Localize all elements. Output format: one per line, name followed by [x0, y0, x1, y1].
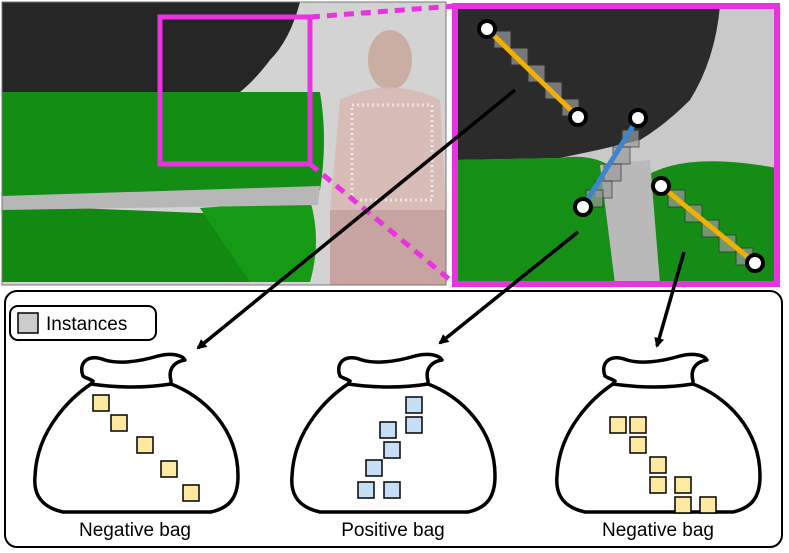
segment-endpoints — [477, 19, 765, 273]
bag-instances — [92, 394, 200, 502]
depth-image — [2, 2, 446, 285]
negative-bag-2 — [555, 352, 762, 514]
negative-segment-line-2 — [659, 184, 757, 265]
instance-square — [405, 396, 423, 414]
zoom-region-box — [157, 14, 313, 167]
bag-outline-icon — [33, 352, 240, 514]
instance-swatch-icon — [17, 312, 39, 334]
instance-square — [92, 394, 110, 412]
arrow-to-positive-bag — [438, 230, 580, 345]
instance-square — [649, 476, 667, 494]
instance-square — [674, 496, 692, 514]
bag-tie — [612, 382, 694, 389]
instance-square — [160, 460, 178, 478]
positive-bag — [290, 352, 497, 514]
arrow-to-negative-bag-2 — [654, 251, 686, 348]
negative-segment-line-1 — [485, 27, 580, 119]
instance-square — [649, 456, 667, 474]
instance-square — [365, 459, 383, 477]
instance-square — [629, 436, 647, 454]
legend-box — [9, 305, 157, 341]
instance-square — [110, 414, 128, 432]
bag-outline-icon — [555, 352, 762, 514]
bag-label-negative-2: Negative bag — [602, 520, 714, 541]
bag-tie — [347, 382, 429, 389]
depth-image-border — [1, 1, 447, 286]
bag-label-positive: Positive bag — [341, 520, 445, 541]
zoomed-image-frame — [452, 3, 780, 287]
legend: Instances — [9, 305, 157, 341]
instance-square — [383, 481, 401, 499]
negative-bag-1 — [33, 352, 240, 514]
bag-label-negative-1: Negative bag — [79, 520, 191, 541]
instance-square — [357, 481, 375, 499]
zoomed-image — [455, 6, 777, 284]
instance-square — [674, 476, 692, 494]
instance-square — [699, 496, 717, 514]
instance-square — [405, 416, 423, 434]
instance-square — [182, 484, 200, 502]
instance-square — [383, 441, 401, 459]
instance-square — [609, 416, 627, 434]
bag-instances — [357, 396, 423, 499]
legend-label: Instances — [46, 314, 127, 335]
instance-square — [629, 416, 647, 434]
bag-instances — [609, 416, 717, 514]
zoom-connector-top — [309, 3, 456, 20]
zoom-connector-bottom — [308, 162, 457, 286]
arrow-to-negative-bag-1 — [196, 88, 517, 350]
instance-square — [136, 436, 154, 454]
positive-segment-line — [580, 116, 641, 209]
bag-tie — [90, 382, 172, 389]
instance-square — [379, 421, 397, 439]
